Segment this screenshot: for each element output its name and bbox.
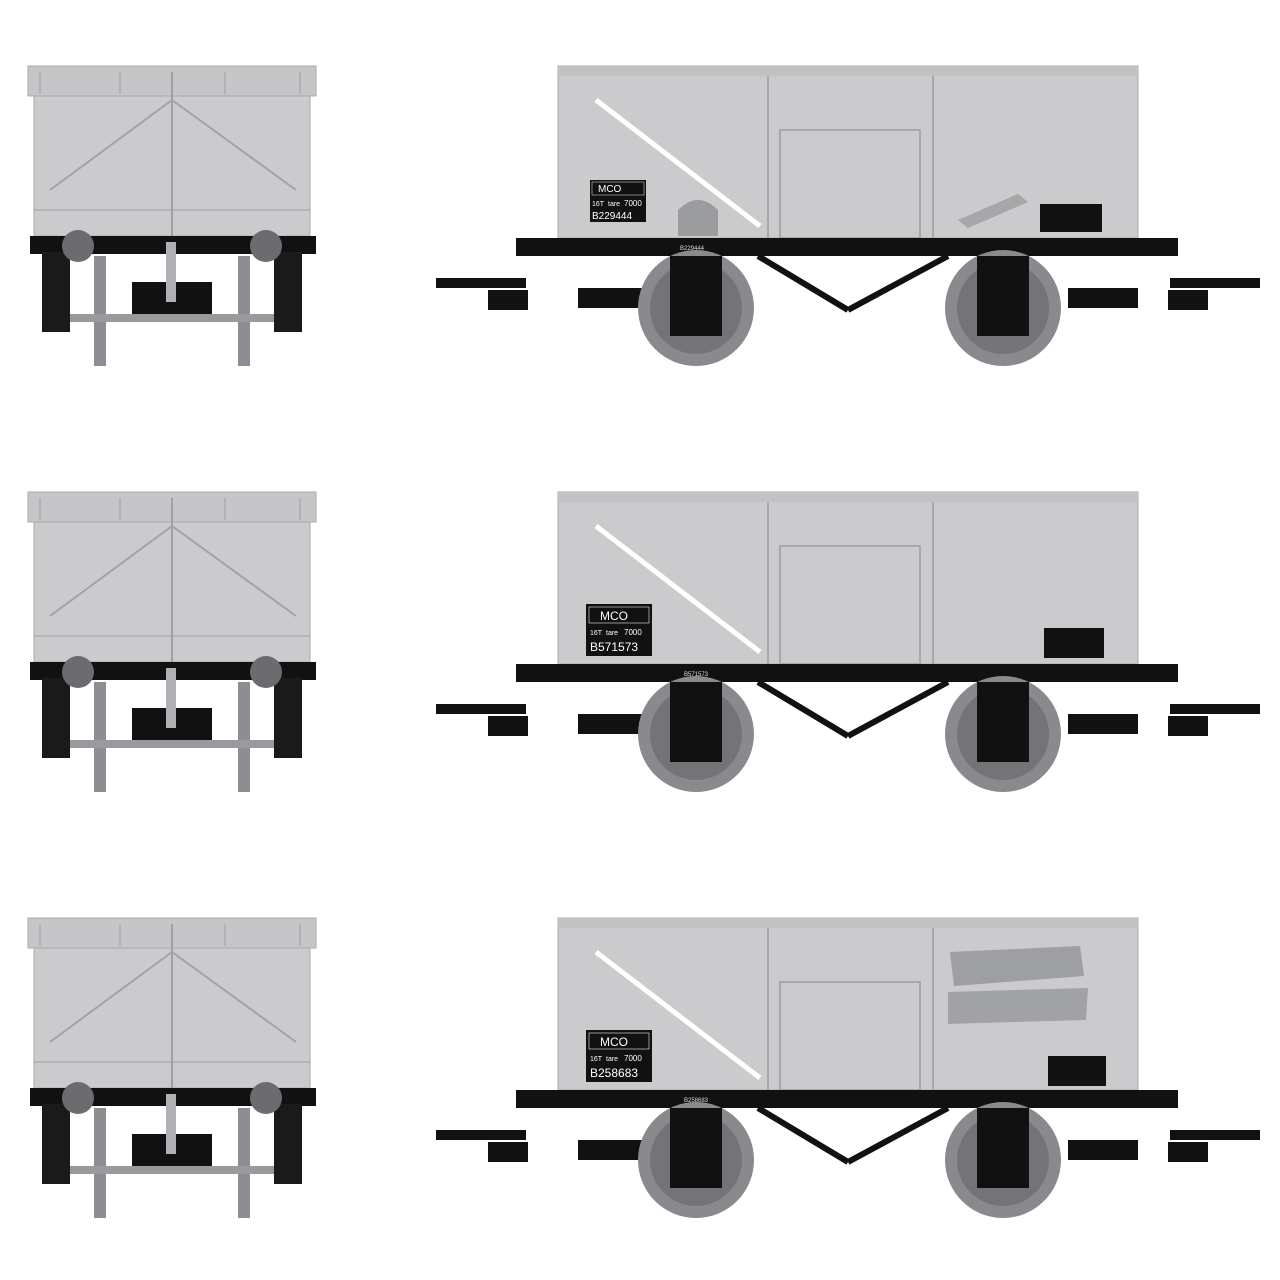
wagon-tare-label: tare [606,1056,618,1063]
wagon-load-panel [1044,628,1104,658]
wagon-tare-label: tare [608,201,620,208]
wagon-number: B258683 [590,1066,638,1080]
wagon-capacity: 16T [590,1056,603,1063]
wagon-data-plate: MCO 16T tare 7000 B229444 [590,180,646,222]
wagon-load-panel [1040,204,1102,232]
wagon-data-plate: MCO 16T tare 7000 B571573 [586,604,652,656]
wagon-code: MCO [598,184,622,195]
wagon-end-view [27,491,317,792]
solebar-number: B258683 [684,1098,709,1104]
wagon-number: B229444 [592,211,632,222]
wagon-number: B571573 [590,640,638,654]
wagon-row-3: MCO 16T tare 7000 B258683 B258683 [0,912,1280,1232]
wagon-code: MCO [600,609,628,623]
wagon-row-2: MCO 16T tare 7000 B571573 B571573 [0,486,1280,806]
wagon-code: MCO [600,1035,628,1049]
wagon-capacity: 16T [592,201,605,208]
wagon-end-view [27,65,317,366]
wagon-end-view [27,917,317,1218]
wagon-tare-label: tare [606,630,618,637]
wagon-side-view: MCO 16T tare 7000 B571573 B571573 [436,491,1260,792]
wagon-load-panel [1048,1056,1106,1086]
wagon-tare-value: 7000 [624,199,642,208]
wagon-tare-value: 7000 [624,628,642,637]
wagon-data-plate: MCO 16T tare 7000 B258683 [586,1030,652,1082]
wagon-row-1: MCO 16T tare 7000 B229444 B229444 [0,60,1280,380]
solebar-number: B571573 [684,672,709,678]
wagon-side-view: MCO 16T tare 7000 B229444 B229444 [436,65,1260,366]
wagon-capacity: 16T [590,630,603,637]
wagon-side-view: MCO 16T tare 7000 B258683 B258683 [436,917,1260,1218]
solebar-number: B229444 [680,246,705,252]
wagon-tare-value: 7000 [624,1054,642,1063]
